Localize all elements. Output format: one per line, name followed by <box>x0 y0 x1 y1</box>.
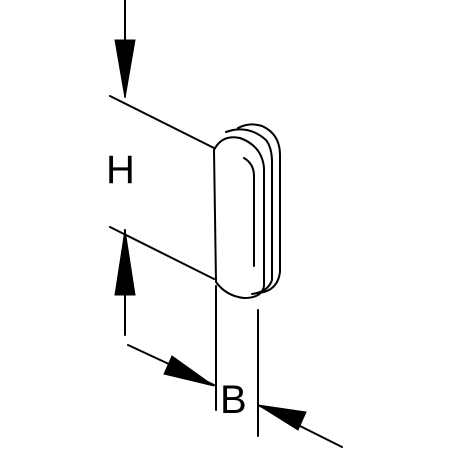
width-arrow-left-icon <box>163 355 215 387</box>
height-label: H <box>106 148 135 192</box>
end-cap-front-face <box>213 136 265 299</box>
width-label: B <box>220 378 247 422</box>
height-arrow-top-icon <box>114 39 136 99</box>
end-cap-rim <box>225 128 273 295</box>
end-cap-back-outline <box>237 123 281 294</box>
profile-top-edge <box>109 95 215 149</box>
profile-bottom-edge <box>109 226 215 280</box>
width-arrow-right-icon <box>257 404 307 431</box>
end-cap-inner-line <box>243 157 255 267</box>
height-arrow-bottom-icon <box>114 229 136 296</box>
